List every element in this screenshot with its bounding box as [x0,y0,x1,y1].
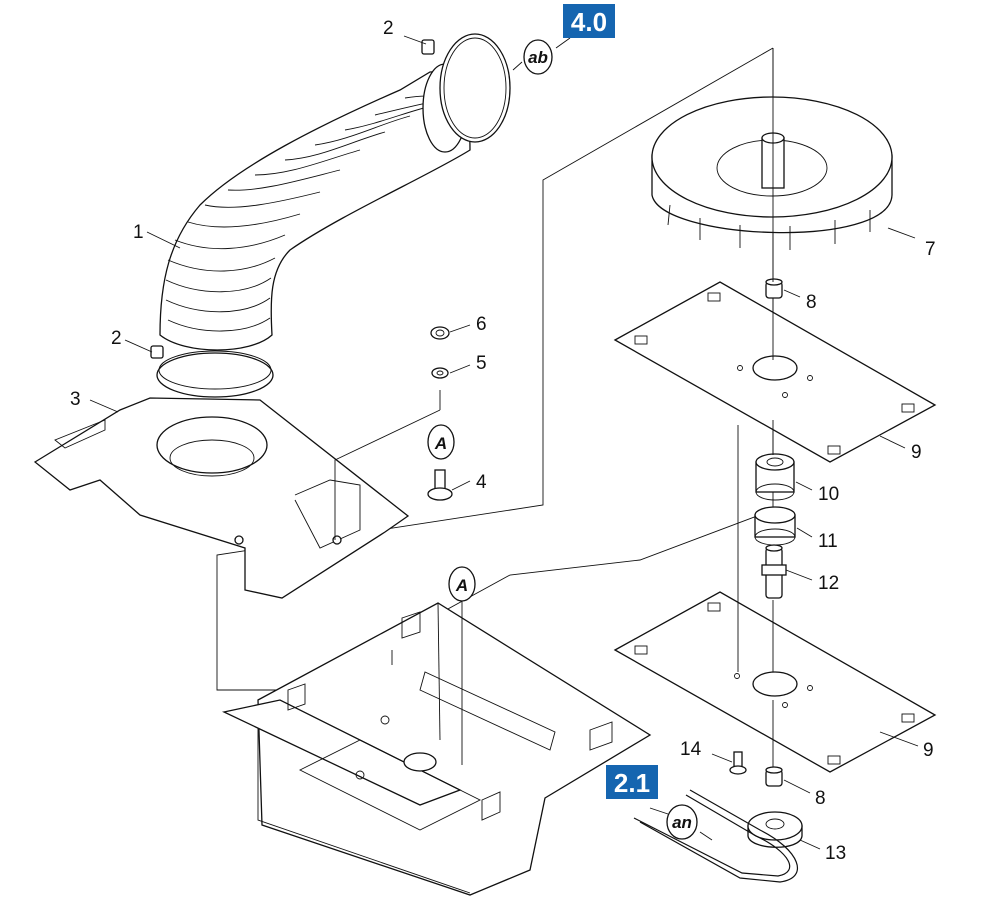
label-part-3: 3 [70,389,81,410]
tag-ab-text: ab [528,48,548,67]
label-part-8-top: 8 [806,292,817,313]
bearing-cup-part [754,506,796,546]
duct-mounting-plate-part [33,397,410,599]
label-part-10: 10 [818,484,839,505]
label-part-2-top: 2 [383,18,394,39]
badge-top-text: 4.0 [571,7,607,37]
label-part-13: 13 [825,843,846,864]
bearing-part [755,453,795,501]
label-part-11: 11 [818,531,838,552]
label-part-1: 1 [133,222,144,243]
assembly-boundary-line [216,47,774,691]
label-part-14: 14 [680,739,702,760]
washer-part [431,367,449,379]
label-part-5: 5 [476,353,487,374]
tag-a-lower-text: A [455,576,468,595]
badge-bottom-text: 2.1 [614,768,650,798]
chassis-frame-part [221,602,652,896]
label-part-9-bottom: 9 [923,740,934,761]
label-part-9-top: 9 [911,442,922,463]
pulley-part [747,811,803,848]
nut-part [430,326,450,340]
mounting-plate-bottom-part [613,591,937,773]
leader-lines [89,35,919,850]
section-badge-top: 4.0 [563,4,615,38]
section-badge-bottom: 2.1 [606,765,658,799]
label-part-4: 4 [476,472,487,493]
reference-tag-ab: ab [523,39,553,75]
screw-part [427,469,453,501]
label-part-2-left: 2 [111,328,122,349]
tag-an-text: an [672,813,692,832]
blower-fan-wheel-part [651,96,893,250]
reference-tag-a-lower: A [448,566,476,602]
label-part-8-bottom: 8 [815,788,826,809]
mounting-plate-top-part [613,281,937,463]
part-number-labels: 2 1 2 3 6 5 4 7 8 9 10 11 12 9 14 8 13 [70,18,936,864]
screw-small-part [729,751,747,775]
shaft-part [761,544,787,599]
tag-a-upper-text: A [434,434,447,453]
hose-clamp-top-part [421,33,511,143]
bushing-top-part [765,278,783,299]
label-part-12: 12 [818,573,839,594]
bushing-bottom-part [765,766,783,787]
label-part-7: 7 [925,239,936,260]
label-part-6: 6 [476,314,487,335]
flexible-hose-part [159,63,471,351]
reference-tag-a-upper: A [427,424,455,460]
hose-clamp-bottom-part [150,345,274,398]
drive-belt-part [633,789,798,883]
reference-tag-an: an [666,804,698,840]
